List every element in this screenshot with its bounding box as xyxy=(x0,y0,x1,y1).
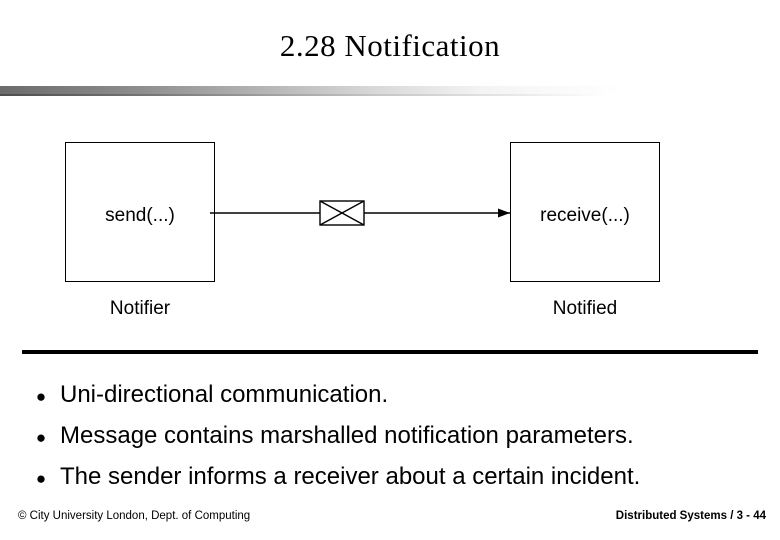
message-arrow xyxy=(210,200,510,226)
bullet-icon: ● xyxy=(35,469,47,488)
notification-diagram: send(...) receive(...) Notifier Notified xyxy=(0,130,780,340)
title-divider-gradient xyxy=(0,86,780,94)
section-divider xyxy=(22,350,758,354)
list-item: ● Uni-directional communication. xyxy=(22,378,762,414)
bullet-icon: ● xyxy=(35,428,47,447)
list-item: ● Message contains marshalled notificati… xyxy=(22,419,762,455)
envelope-icon xyxy=(319,200,365,226)
bullet-text: The sender informs a receiver about a ce… xyxy=(60,463,641,490)
notified-box: receive(...) xyxy=(510,142,660,282)
bullet-icon: ● xyxy=(35,387,47,406)
footer-course-slide: Distributed Systems / 3 - 44 xyxy=(615,510,766,522)
footer-copyright: © City University London, Dept. of Compu… xyxy=(18,510,251,522)
bullet-text: Message contains marshalled notification… xyxy=(60,422,634,449)
title-divider-line xyxy=(0,94,780,96)
receive-label: receive(...) xyxy=(540,205,630,226)
notifier-box: send(...) xyxy=(65,142,215,282)
notified-caption: Notified xyxy=(552,298,618,319)
send-label: send(...) xyxy=(105,205,175,226)
notifier-caption: Notifier xyxy=(109,298,171,319)
list-item: ● The sender informs a receiver about a … xyxy=(22,460,762,496)
bullet-text: Uni-directional communication. xyxy=(60,381,389,408)
bullet-list: ● Uni-directional communication. ● Messa… xyxy=(22,378,762,501)
page-title: 2.28 Notification xyxy=(279,28,501,63)
